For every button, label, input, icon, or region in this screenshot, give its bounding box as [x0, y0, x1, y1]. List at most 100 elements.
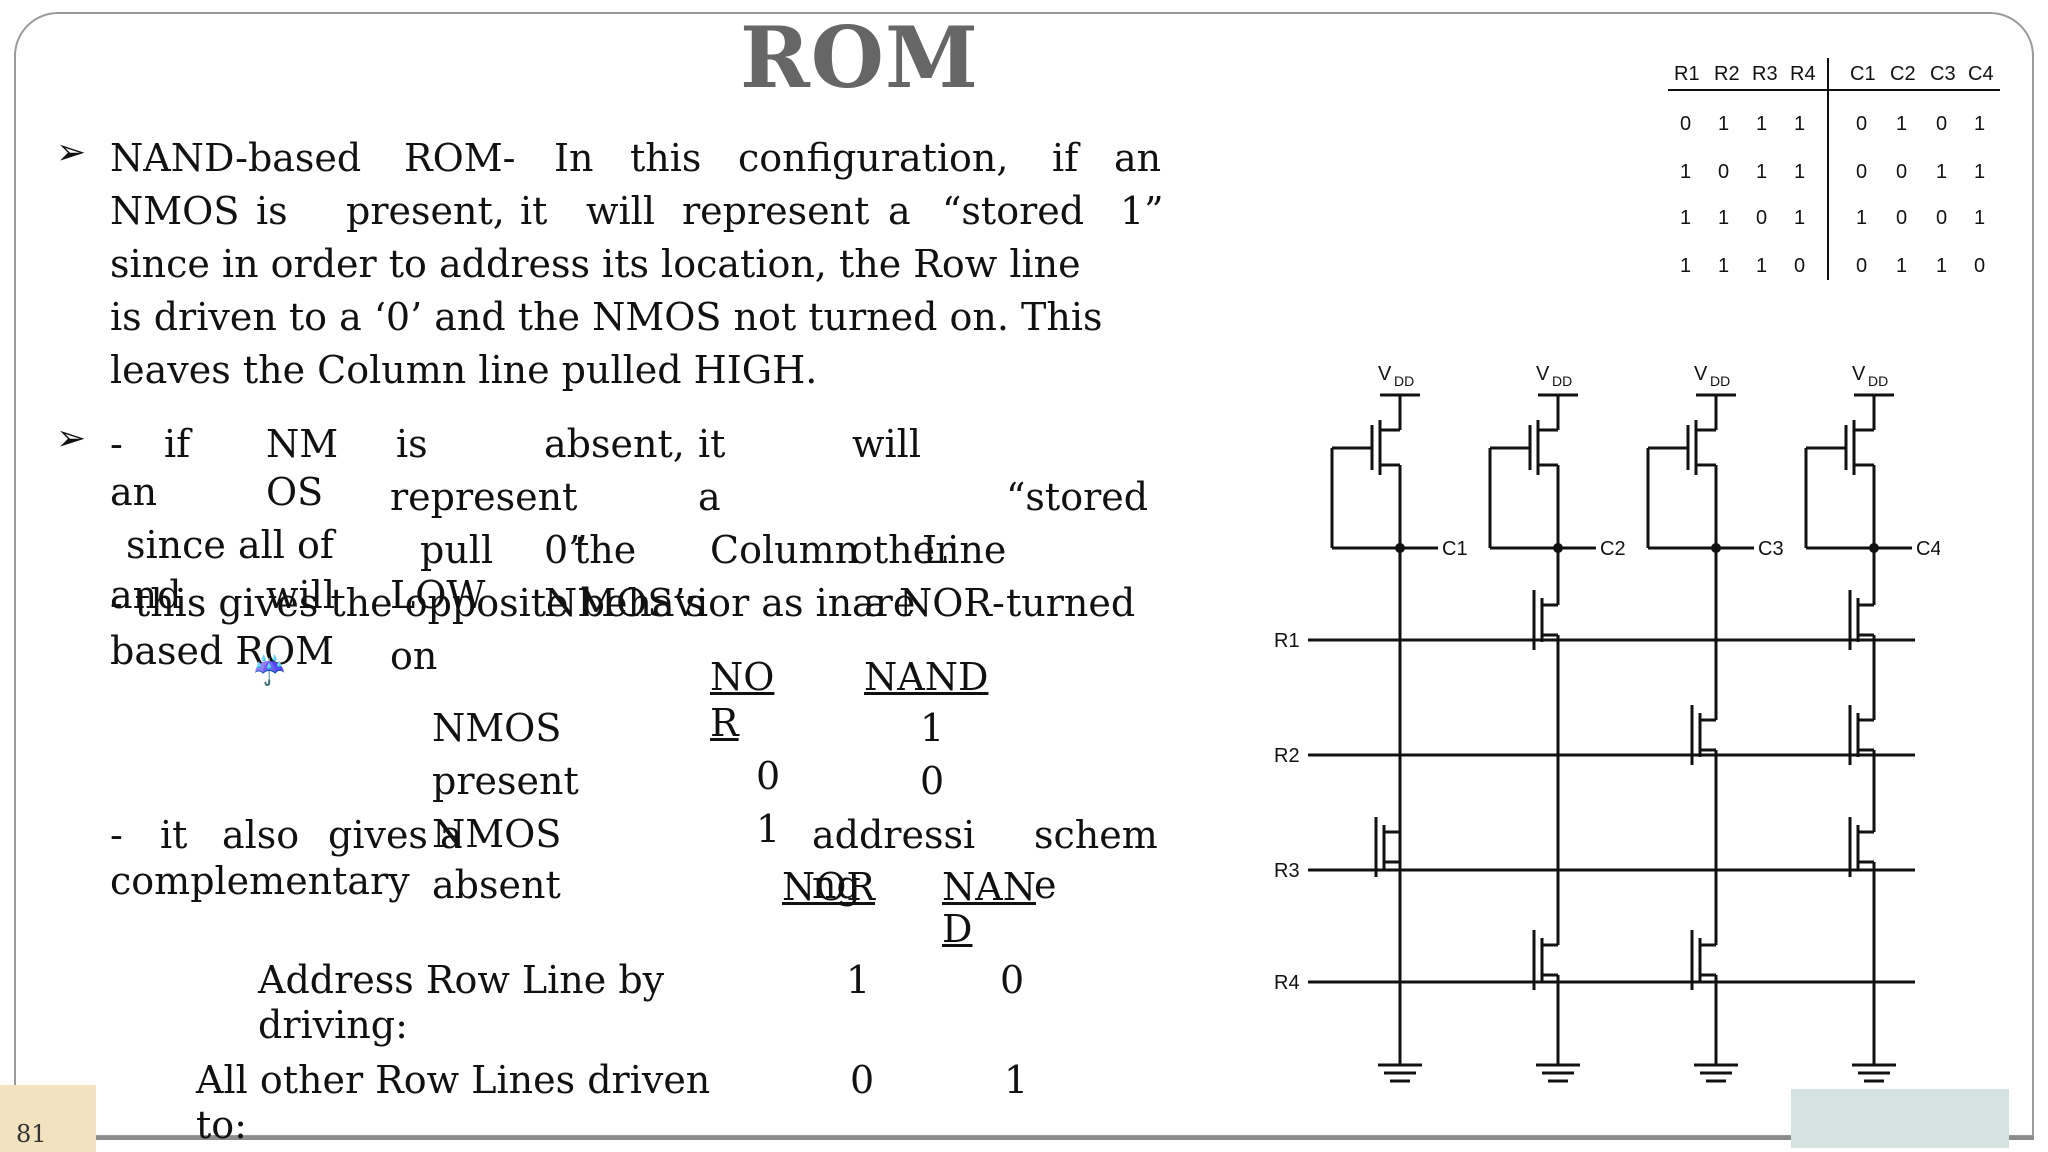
truth-table-header: R3: [1752, 63, 1778, 85]
text: is: [396, 422, 428, 466]
text: based ROM: [110, 629, 335, 673]
text: NM: [266, 422, 339, 466]
text: it: [160, 813, 188, 857]
text: NAND-based: [110, 136, 362, 180]
text: -: [110, 422, 123, 466]
text: present,: [346, 189, 505, 233]
table-cell: present: [432, 759, 579, 803]
column-label: C2: [1600, 538, 1626, 560]
truth-table-cell: 0: [1856, 113, 1867, 135]
text: absent,: [544, 422, 685, 466]
vdd-label: V: [1378, 363, 1392, 385]
truth-table-cell: 1: [1856, 207, 1867, 229]
truth-table-header: C4: [1968, 63, 1994, 85]
truth-table-header: R2: [1714, 63, 1740, 85]
text: on: [390, 634, 438, 678]
truth-table-cell: 1: [1680, 255, 1691, 277]
vdd-subscript: DD: [1394, 373, 1414, 389]
slide-title: ROM: [740, 8, 979, 107]
text: since in order to address its location, …: [110, 242, 1081, 286]
truth-table-header: C2: [1890, 63, 1916, 85]
truth-table-cell: 0: [1794, 255, 1805, 277]
text: if: [164, 422, 191, 466]
text: since all of: [126, 523, 334, 567]
vdd-subscript: DD: [1868, 373, 1888, 389]
vdd-label: V: [1536, 363, 1550, 385]
truth-table-cell: 1: [1794, 161, 1805, 183]
text: leaves the Column line pulled HIGH.: [110, 348, 818, 392]
truth-table-cell: 0: [1936, 207, 1947, 229]
text: Line: [922, 528, 1007, 572]
text: - this gives the opposite behavior as in…: [110, 581, 1005, 625]
row-label: R2: [1274, 745, 1300, 767]
truth-table-cell: 1: [1718, 113, 1729, 135]
truth-table-cell: 1: [1896, 255, 1907, 277]
text: also: [222, 813, 300, 857]
truth-table-cell: 1: [1936, 161, 1947, 183]
slide-bottom-border: [14, 1136, 2034, 1140]
truth-table-header: C3: [1930, 63, 1956, 85]
text: ROM-: [404, 136, 516, 180]
column-c2: [1488, 393, 1596, 1083]
text: an: [110, 470, 158, 514]
table-cell: 0: [1000, 958, 1025, 1002]
truth-table-cell: 0: [1896, 207, 1907, 229]
text: is: [256, 189, 288, 233]
arrow-bullet-icon: ➢: [56, 132, 87, 173]
text: schem: [1034, 813, 1158, 857]
text: will: [586, 189, 655, 233]
truth-table: R1 R2 R3 R4 C1 C2 C3 C4 0 1 1 1 0 1 0 1 …: [1668, 58, 2000, 280]
text: NMOS’s: [544, 581, 705, 625]
text: represent: [682, 189, 870, 233]
text: the: [574, 528, 637, 572]
table-header: NO: [710, 655, 775, 699]
text: it: [520, 189, 548, 233]
truth-table-cell: 1: [1680, 161, 1691, 183]
table-cell: driving:: [258, 1003, 408, 1047]
text: gives a: [328, 813, 463, 857]
text: Column: [710, 528, 860, 572]
arrow-bullet-icon: ➢: [56, 418, 87, 459]
truth-table-cell: 1: [1974, 161, 1985, 183]
text: e: [1034, 863, 1057, 907]
footer-accent-box: [1791, 1089, 2009, 1148]
row-label: R1: [1274, 630, 1300, 652]
truth-table-cell: 0: [1936, 113, 1947, 135]
column-label: C4: [1916, 538, 1940, 560]
junction-dot: [1869, 543, 1879, 553]
column-c1-r3-transistor: [1374, 817, 1400, 877]
truth-table-cell: 1: [1794, 207, 1805, 229]
table-cell: Address Row Line by: [258, 958, 665, 1002]
row-label: R4: [1274, 972, 1300, 994]
table-cell: 0: [850, 1058, 875, 1102]
table-cell: 1: [1004, 1058, 1029, 1102]
text: and: [110, 573, 182, 617]
text: it: [698, 422, 726, 466]
truth-table-cell: 0: [1756, 207, 1767, 229]
cloud-rain-icon: ☔: [252, 654, 287, 687]
vdd-label: V: [1852, 363, 1866, 385]
page-number: 81: [16, 1120, 47, 1148]
truth-table-cell: 1: [1756, 161, 1767, 183]
table-header: NOR: [782, 865, 876, 909]
text: 1”: [1120, 189, 1164, 233]
truth-table-cell: 1: [1896, 113, 1907, 135]
truth-table-cell: 1: [1936, 255, 1947, 277]
table-cell: 1: [756, 807, 781, 851]
truth-table-cell: 1: [1718, 207, 1729, 229]
text: an: [1114, 136, 1162, 180]
truth-table-cell: 1: [1680, 207, 1691, 229]
truth-table-cell: 1: [1756, 255, 1767, 277]
table-cell: to:: [196, 1103, 247, 1147]
vdd-label: V: [1694, 363, 1708, 385]
truth-table-header: R4: [1790, 63, 1816, 85]
truth-table-cell: 0: [1896, 161, 1907, 183]
column-c4: [1804, 393, 1912, 1083]
text: OS: [266, 470, 324, 514]
junction-dot: [1711, 543, 1721, 553]
column-c1: [1330, 393, 1438, 1083]
text: if: [1052, 136, 1079, 180]
truth-table-cell: 0: [1680, 113, 1691, 135]
text: pull: [420, 528, 494, 572]
truth-table-header: R1: [1674, 63, 1700, 85]
